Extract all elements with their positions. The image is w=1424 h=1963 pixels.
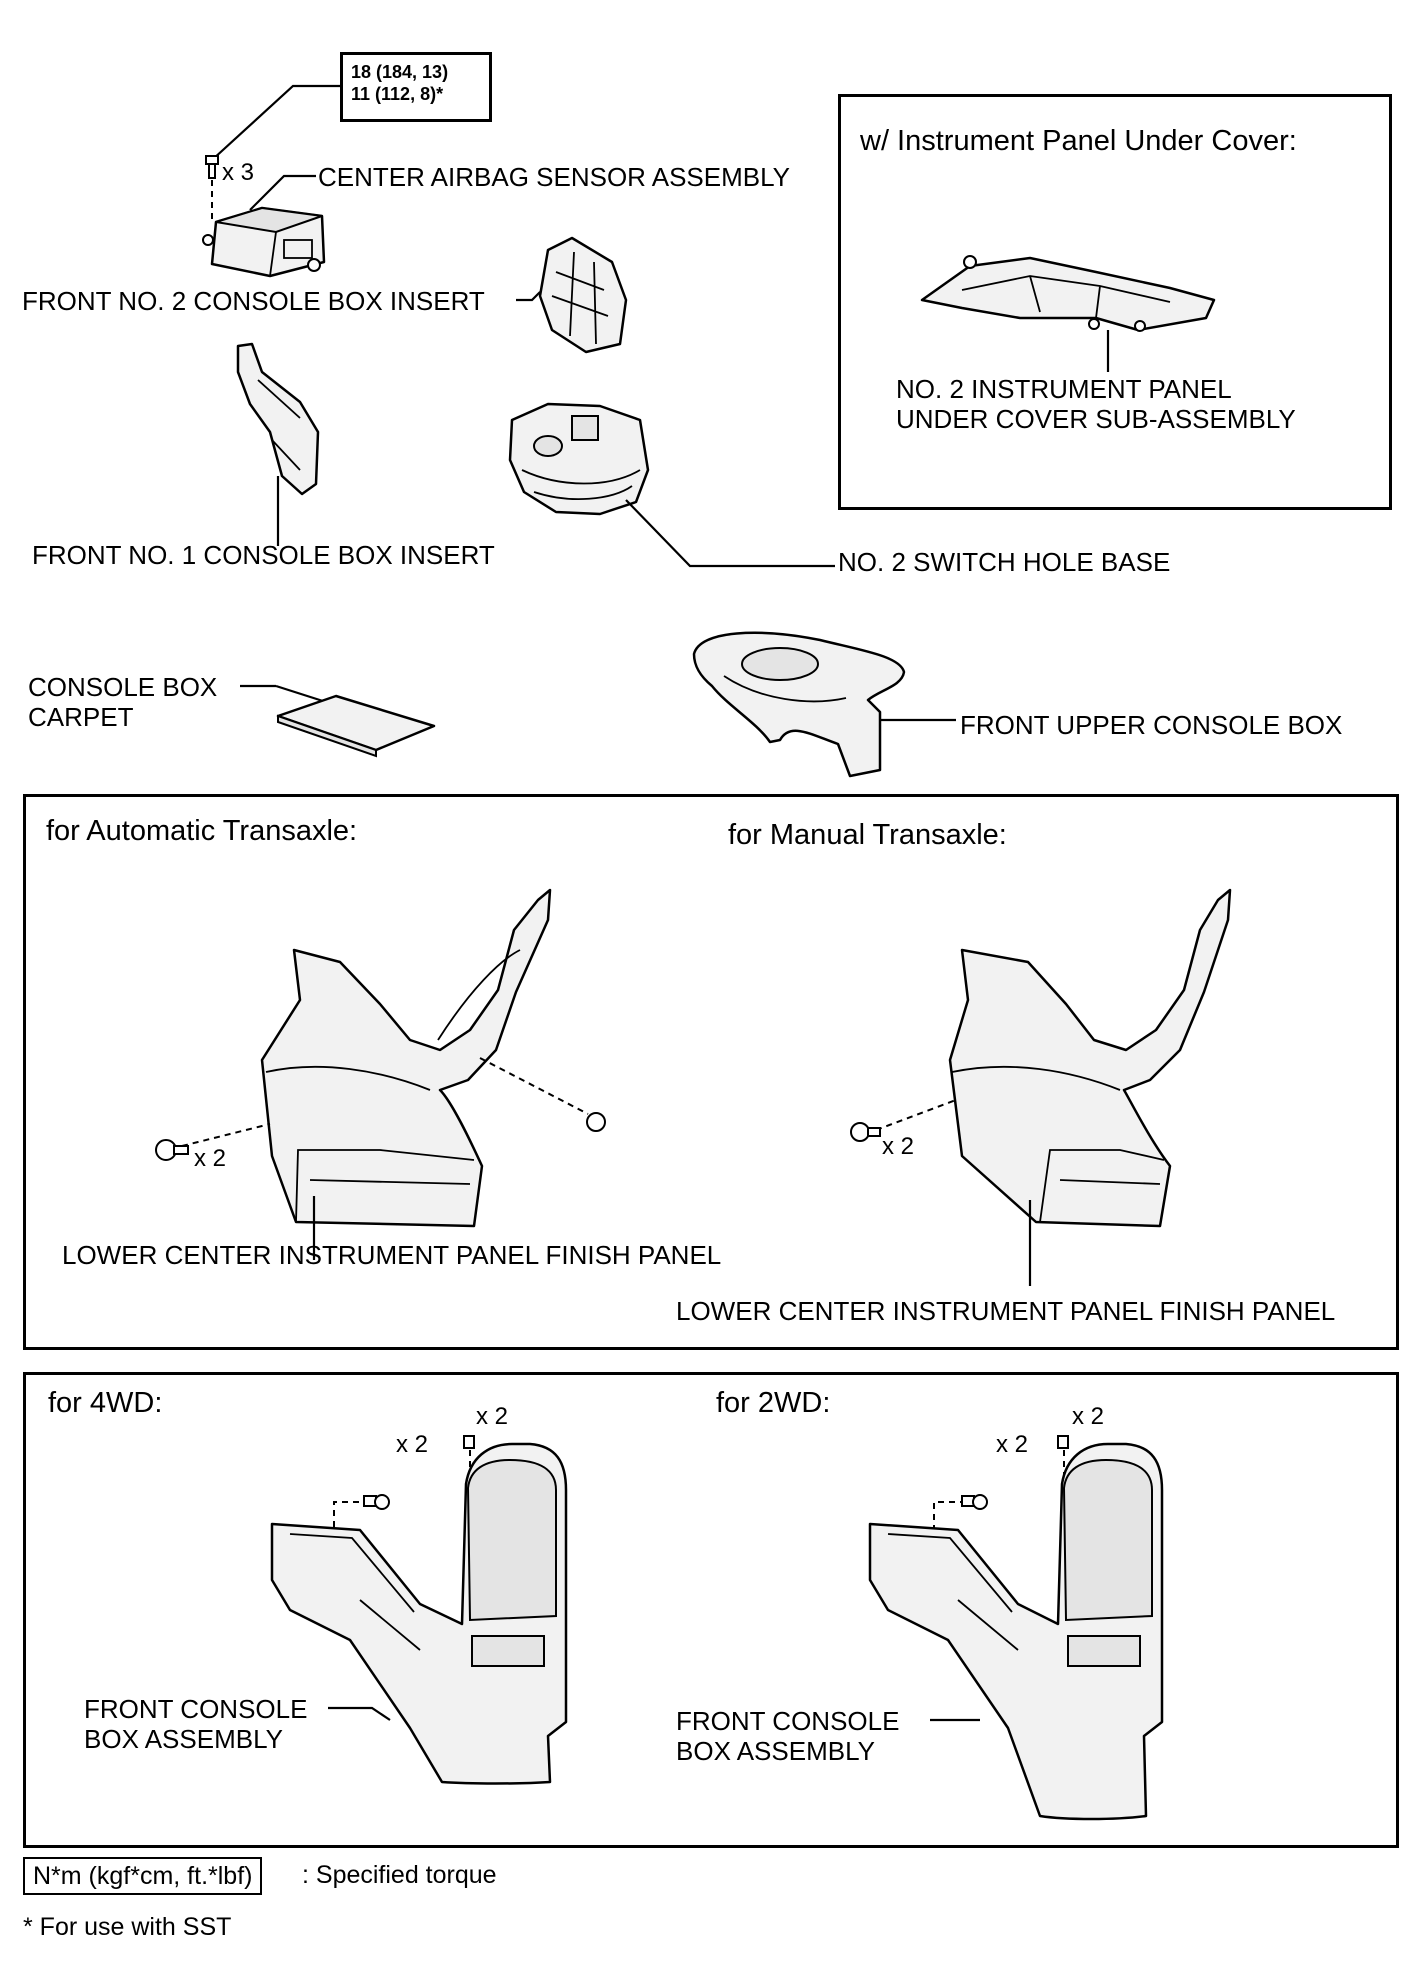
front-no1-insert-shape (236, 342, 320, 546)
twowd-bolt-count-side: x 2 (996, 1431, 1029, 1458)
torque-legend-box: N*m (kgf*cm, ft.*lbf) (23, 1857, 263, 1895)
console-box-carpet-label: CONSOLE BOX CARPET (28, 672, 218, 732)
under-cover-title: w/ Instrument Panel Under Cover: (860, 125, 1297, 157)
airbag-sensor-bolt (205, 84, 340, 222)
bolt-count-x3: x 3 (222, 159, 255, 186)
front-no2-insert-shape (516, 236, 628, 354)
front-upper-console-box-shape (692, 631, 956, 778)
fourwd-bolt-count-side: x 2 (396, 1431, 429, 1458)
under-cover-part-label: NO. 2 INSTRUMENT PANEL UNDER COVER SUB-A… (896, 374, 1296, 434)
front-no1-insert-label: FRONT NO. 1 CONSOLE BOX INSERT (32, 540, 495, 570)
manual-finish-panel-shape (850, 888, 1232, 1286)
center-airbag-sensor-label: CENTER AIRBAG SENSOR ASSEMBLY (318, 162, 790, 192)
front-upper-console-box-label: FRONT UPPER CONSOLE BOX (960, 710, 1343, 740)
transaxle-frame (23, 794, 1399, 1350)
automatic-finish-panel-shape (155, 888, 606, 1260)
fourwd-console-label: FRONT CONSOLE BOX ASSEMBLY (84, 1694, 308, 1754)
fourwd-title: for 4WD: (48, 1387, 163, 1419)
manual-transaxle-title: for Manual Transaxle: (728, 819, 1007, 851)
torque-legend-text: : Specified torque (302, 1861, 497, 1889)
twowd-title: for 2WD: (716, 1387, 831, 1419)
automatic-bolt-count: x 2 (194, 1145, 227, 1172)
sst-footnote: * For use with SST (23, 1913, 232, 1941)
automatic-transaxle-title: for Automatic Transaxle: (46, 815, 358, 847)
fourwd-console-shape (270, 1435, 568, 1785)
under-cover-shape (920, 255, 1216, 372)
drive-frame (23, 1372, 1399, 1848)
no2-switch-hole-base-label: NO. 2 SWITCH HOLE BASE (838, 547, 1171, 577)
console-box-carpet-shape (240, 684, 436, 758)
twowd-console-label: FRONT CONSOLE BOX ASSEMBLY (676, 1706, 900, 1766)
twowd-console-shape (868, 1435, 1164, 1821)
fourwd-bolt-count-top: x 2 (476, 1403, 509, 1430)
no2-switch-hole-base-shape (508, 402, 835, 568)
front-no2-insert-label: FRONT NO. 2 CONSOLE BOX INSERT (22, 286, 485, 316)
manual-bolt-count: x 2 (882, 1133, 915, 1160)
automatic-finish-panel-label: LOWER CENTER INSTRUMENT PANEL FINISH PAN… (62, 1240, 722, 1270)
torque-spec-box: 18 (184, 13) 11 (112, 8)* (340, 52, 492, 122)
twowd-bolt-count-top: x 2 (1072, 1403, 1105, 1430)
manual-finish-panel-label: LOWER CENTER INSTRUMENT PANEL FINISH PAN… (676, 1296, 1336, 1326)
under-cover-frame (838, 94, 1392, 510)
center-airbag-sensor-shape (202, 174, 326, 278)
